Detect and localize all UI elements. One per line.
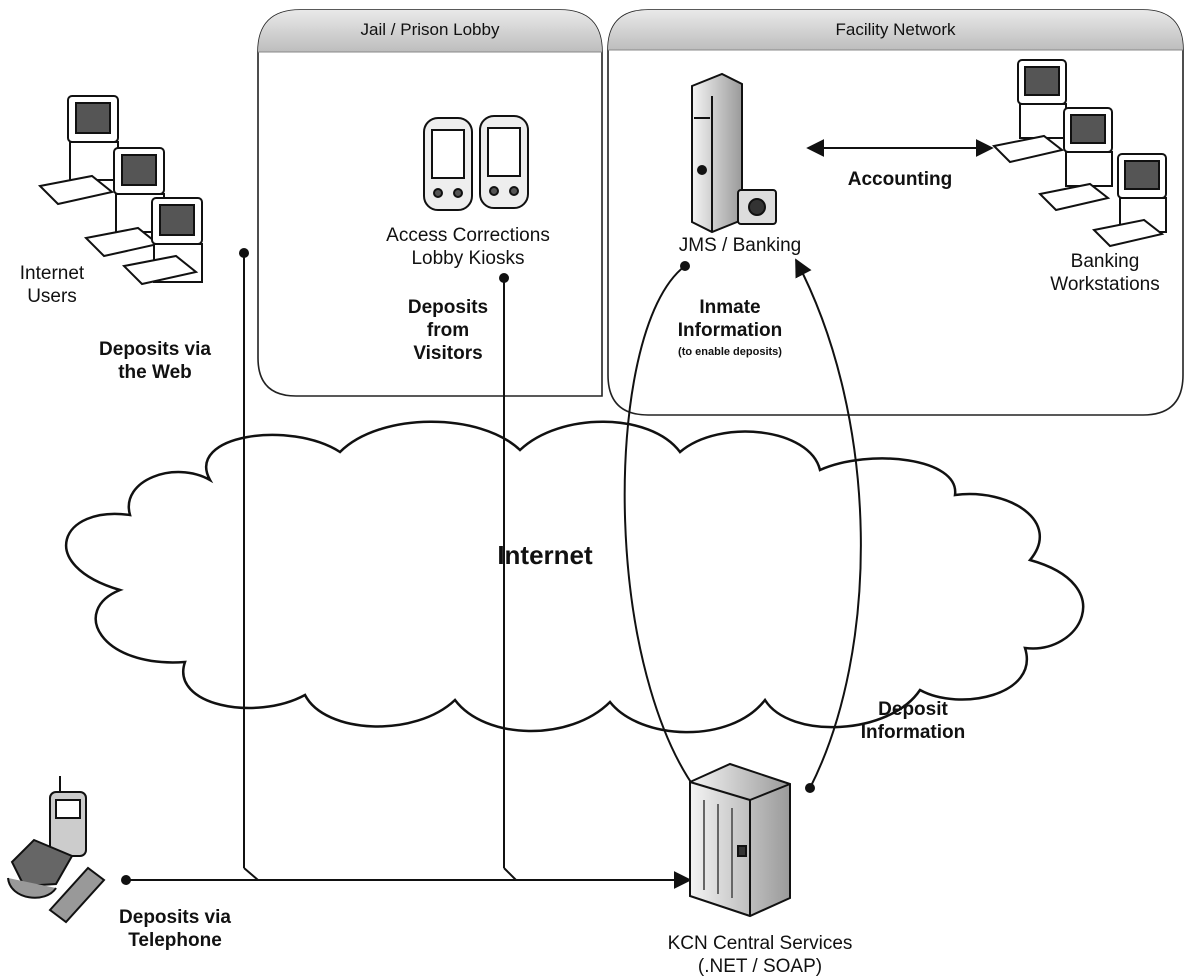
connection-dots	[121, 248, 815, 885]
connections	[126, 139, 994, 889]
kcn-label: KCN Central Services (.NET / SOAP)	[667, 933, 853, 978]
kiosk-icon	[423, 115, 529, 211]
jms-label: JMS / Banking	[678, 235, 802, 256]
telephone-icon	[7, 776, 106, 924]
workstations-icon	[991, 59, 1167, 248]
telephone-deposits-label: Deposits via Telephone	[119, 907, 231, 952]
jms-server-icon	[691, 72, 777, 234]
internet-cloud	[65, 420, 1085, 734]
deposit-info-arrow	[795, 258, 862, 789]
kiosks-label: Access Corrections Lobby Kiosks	[386, 225, 550, 270]
kcn-server-icon	[689, 762, 791, 918]
inmate-info-arrow	[623, 265, 718, 815]
inmate-info-note: (to enable deposits)	[678, 346, 782, 358]
internet-cloud-label: Internet	[497, 540, 593, 570]
accounting-label: Accounting	[847, 169, 953, 190]
visitor-deposits-label: Deposits from Visitors	[407, 297, 489, 365]
deposit-info-label: Deposit Information	[860, 699, 966, 744]
web-deposits-label: Deposits via the Web	[99, 339, 211, 384]
facility-panel-title: Facility Network	[835, 20, 956, 39]
workstations-label: Banking Workstations	[1050, 251, 1160, 296]
internet-users-label: Internet Users	[19, 263, 85, 308]
lobby-panel-title: Jail / Prison Lobby	[360, 20, 500, 39]
computers-icon	[37, 95, 203, 286]
inmate-info-label: Inmate Information	[677, 297, 783, 342]
